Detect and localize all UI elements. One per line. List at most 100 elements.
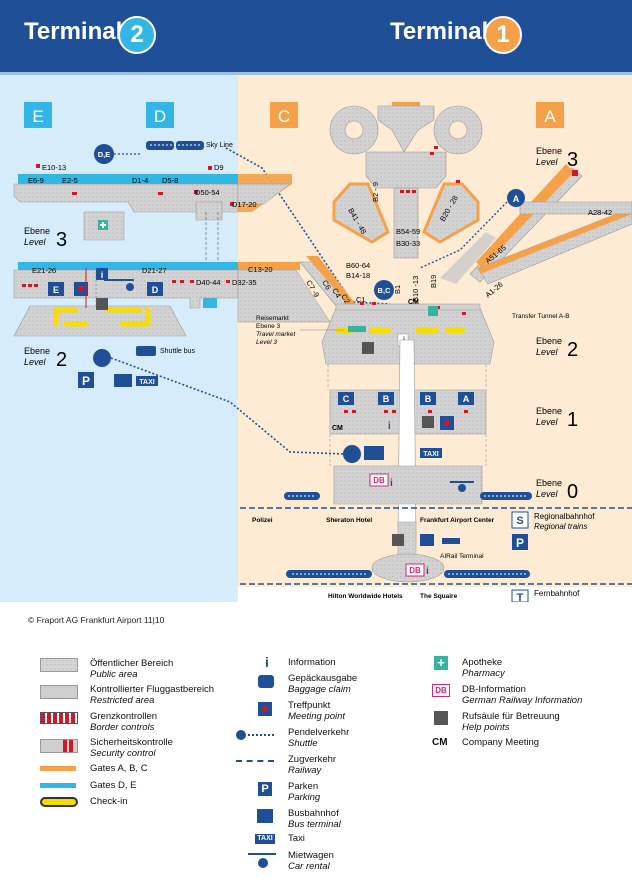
legend-swatch-border — [40, 712, 78, 724]
transfer-tunnel-label: Transfer Tunnel A-B — [512, 313, 570, 320]
svg-text:T: T — [517, 592, 524, 602]
svg-text:B: B — [383, 394, 390, 404]
airrail-label: AIRail Terminal — [440, 553, 484, 560]
svg-text:B60-64: B60-64 — [346, 261, 370, 270]
regional-train — [284, 492, 532, 500]
t1-bus-terminal-icon — [364, 446, 384, 460]
t1-help-point-icon — [362, 342, 374, 354]
t2-bus-terminal-icon — [114, 374, 132, 387]
svg-text:Polizei: Polizei — [252, 517, 273, 524]
svg-text:D32-35: D32-35 — [232, 278, 257, 287]
svg-text:Level: Level — [24, 357, 47, 367]
svg-text:CM: CM — [332, 425, 343, 432]
svg-text:Ebene: Ebene — [24, 346, 50, 356]
header-bar: Terminal 2 Terminal 1 — [0, 0, 632, 72]
legend-checkin: Check-in — [90, 796, 128, 807]
skyline-label: Sky Line — [206, 142, 233, 149]
svg-text:D9: D9 — [214, 163, 224, 172]
t2-taxi-icon — [136, 376, 158, 386]
skyline-route — [225, 147, 391, 305]
terminal1-badge: 1 — [484, 16, 522, 54]
parking-icon-legend: P — [258, 782, 272, 796]
svg-text:C13-20: C13-20 — [248, 265, 273, 274]
svg-text:B2 - 9: B2 - 9 — [371, 182, 380, 202]
shuttle-stop-de[interactable] — [94, 144, 114, 164]
t1-level2-marker: Ebene Level 2 — [536, 336, 578, 361]
svg-text:DB: DB — [409, 566, 421, 575]
t2-border-controls — [36, 164, 234, 206]
svg-text:Level: Level — [24, 237, 47, 247]
svg-text:Level: Level — [536, 489, 559, 499]
pier-d-label: D — [154, 107, 166, 126]
t1-taxi-icon — [420, 448, 442, 458]
bus-icon — [257, 809, 273, 823]
svg-text:C2: C2 — [339, 293, 352, 306]
svg-text:D21-27: D21-27 — [142, 266, 167, 275]
legend-taxi: Taxi — [288, 833, 305, 844]
pier-b-hub — [329, 105, 483, 259]
airrail-icon — [442, 538, 460, 544]
legend-gates-de: Gates D, E — [90, 780, 137, 791]
svg-text:C1: C1 — [356, 295, 366, 304]
svg-text:B10 -13: B10 -13 — [411, 276, 420, 302]
svg-text:A28-42: A28-42 — [588, 208, 612, 217]
legend-swatch-security — [40, 739, 78, 753]
airport-map: E D C B A Sky Line E10-13 E6-9 E2-5 D1-4… — [0, 72, 632, 602]
legend-information: Information — [288, 657, 336, 668]
central-walkway — [397, 339, 417, 543]
t1-baggage-icon — [420, 534, 434, 546]
svg-text:E21-26: E21-26 — [32, 266, 56, 275]
svg-text:Frankfurt Airport Center: Frankfurt Airport Center — [420, 517, 495, 524]
legend-swatch-gates-abc — [40, 766, 76, 771]
svg-text:DB: DB — [373, 476, 385, 485]
legend-swatch-public — [40, 658, 78, 672]
svg-text:D50-54: D50-54 — [195, 188, 220, 197]
legend-swatch-gates-de — [40, 783, 76, 788]
regional-station-icon — [511, 511, 529, 529]
parking-icon — [512, 534, 528, 550]
car-rental-icon — [248, 853, 276, 855]
svg-text:Ebene: Ebene — [24, 226, 50, 236]
svg-text:B,C: B,C — [378, 286, 392, 295]
svg-text:E10-13: E10-13 — [42, 163, 66, 172]
svg-text:E: E — [53, 285, 59, 295]
cm-icon: CM — [432, 737, 448, 748]
shuttle-stop-bc[interactable] — [374, 280, 394, 300]
svg-text:Reisemarkt: Reisemarkt — [256, 315, 289, 322]
railway-icon — [236, 760, 274, 762]
svg-text:B: B — [425, 394, 432, 404]
svg-text:C4: C4 — [330, 287, 343, 300]
svg-text:B54-59: B54-59 — [396, 227, 420, 236]
pier-e-box — [24, 102, 52, 128]
shuttle-stop-a[interactable] — [507, 189, 525, 207]
travel-market-label: Reisemarkt Ebene 3 Travel market Level 3 — [256, 315, 296, 346]
svg-text:Hilton Worldwide Hotels: Hilton Worldwide Hotels — [328, 593, 403, 600]
svg-text:Ebene: Ebene — [536, 336, 562, 346]
t2-checkin-hall — [13, 305, 187, 337]
terminal2-badge: 2 — [118, 16, 156, 54]
pier-c-box — [270, 102, 298, 128]
svg-text:Ebene: Ebene — [536, 406, 562, 416]
svg-text:TAXI: TAXI — [423, 451, 438, 458]
terminal1-title: Terminal — [390, 18, 489, 45]
svg-text:P: P — [516, 536, 524, 550]
svg-text:i: i — [426, 566, 429, 577]
pier-d-box — [146, 102, 174, 128]
svg-text:1: 1 — [567, 409, 578, 431]
svg-text:S: S — [516, 515, 523, 527]
t2-shuttle-stop[interactable] — [93, 349, 111, 367]
svg-text:Ebene: Ebene — [536, 478, 562, 488]
legend-company-meeting: Company Meeting — [462, 737, 540, 748]
svg-text:2: 2 — [567, 339, 578, 361]
long-distance-station-icon — [511, 589, 529, 602]
svg-text:i: i — [388, 421, 391, 432]
shuttle-bus-label: Shuttle bus — [160, 348, 196, 355]
t1-shuttle-stop[interactable] — [343, 445, 361, 463]
t1-level0-marker: Ebene Level 0 — [536, 478, 578, 503]
svg-text:D,E: D,E — [98, 150, 111, 159]
